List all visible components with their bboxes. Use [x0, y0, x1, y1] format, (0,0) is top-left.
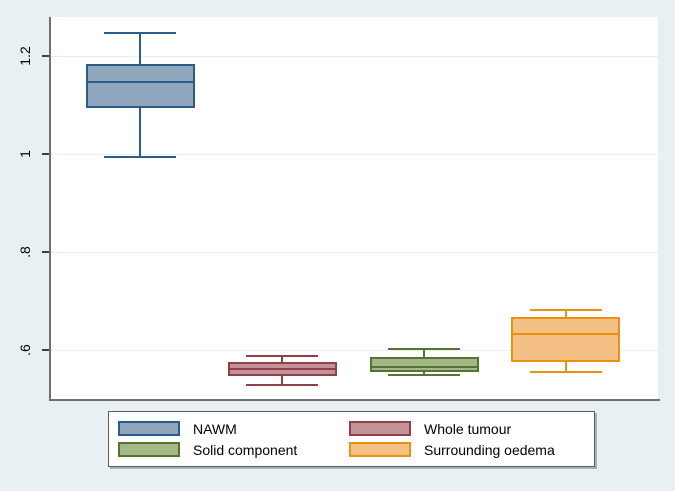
y-tick-.6: [42, 349, 49, 352]
legend-swatch-solid-component: [118, 442, 180, 457]
y-axis-line: [49, 17, 51, 401]
lower-whisker-cap-surrounding-oedema: [529, 371, 602, 374]
legend-item-solid-component: Solid component: [118, 439, 349, 460]
upper-whisker-cap-solid-component: [388, 348, 461, 351]
y-tick-1.2: [42, 55, 49, 58]
box-surrounding-oedema: [511, 317, 621, 362]
y-tick-label-1: 1: [17, 150, 33, 159]
median-line-nawm: [87, 81, 193, 84]
x-axis-line: [49, 399, 660, 401]
gridline-y-.8: [51, 251, 658, 253]
legend-item-surrounding-oedema: Surrounding oedema: [349, 439, 590, 460]
legend-label-whole-tumour: Whole tumour: [424, 420, 512, 437]
y-tick-label-.6: .6: [17, 344, 33, 356]
legend-label-solid-component: Solid component: [193, 441, 298, 458]
legend-label-surrounding-oedema: Surrounding oedema: [424, 441, 555, 458]
lower-whisker-cap-solid-component: [388, 374, 461, 377]
legend-swatch-whole-tumour: [349, 421, 411, 436]
legend-swatch-nawm: [118, 421, 180, 436]
legend-swatch-surrounding-oedema: [349, 442, 411, 457]
median-line-whole-tumour: [229, 367, 335, 370]
lower-whisker-cap-nawm: [104, 155, 177, 158]
lower-whisker-cap-whole-tumour: [246, 383, 319, 386]
box-solid-component: [369, 356, 479, 372]
legend-item-whole-tumour: Whole tumour: [349, 418, 590, 439]
box-nawm: [85, 64, 195, 108]
y-tick-label-1.2: 1.2: [17, 46, 33, 66]
plot-area: [51, 17, 658, 399]
median-line-solid-component: [371, 366, 477, 369]
y-tick-label-.8: .8: [17, 246, 33, 258]
gridline-y-1: [51, 153, 658, 155]
legend-item-nawm: NAWM: [118, 418, 349, 439]
upper-whisker-cap-whole-tumour: [246, 354, 319, 357]
gridline-y-.6: [51, 349, 658, 351]
y-tick-1: [42, 153, 49, 156]
y-tick-.8: [42, 251, 49, 254]
median-line-surrounding-oedema: [513, 332, 619, 335]
upper-whisker-cap-surrounding-oedema: [529, 309, 602, 312]
upper-whisker-cap-nawm: [104, 31, 177, 34]
legend-label-nawm: NAWM: [193, 420, 237, 437]
gridline-y-1.2: [51, 55, 658, 57]
